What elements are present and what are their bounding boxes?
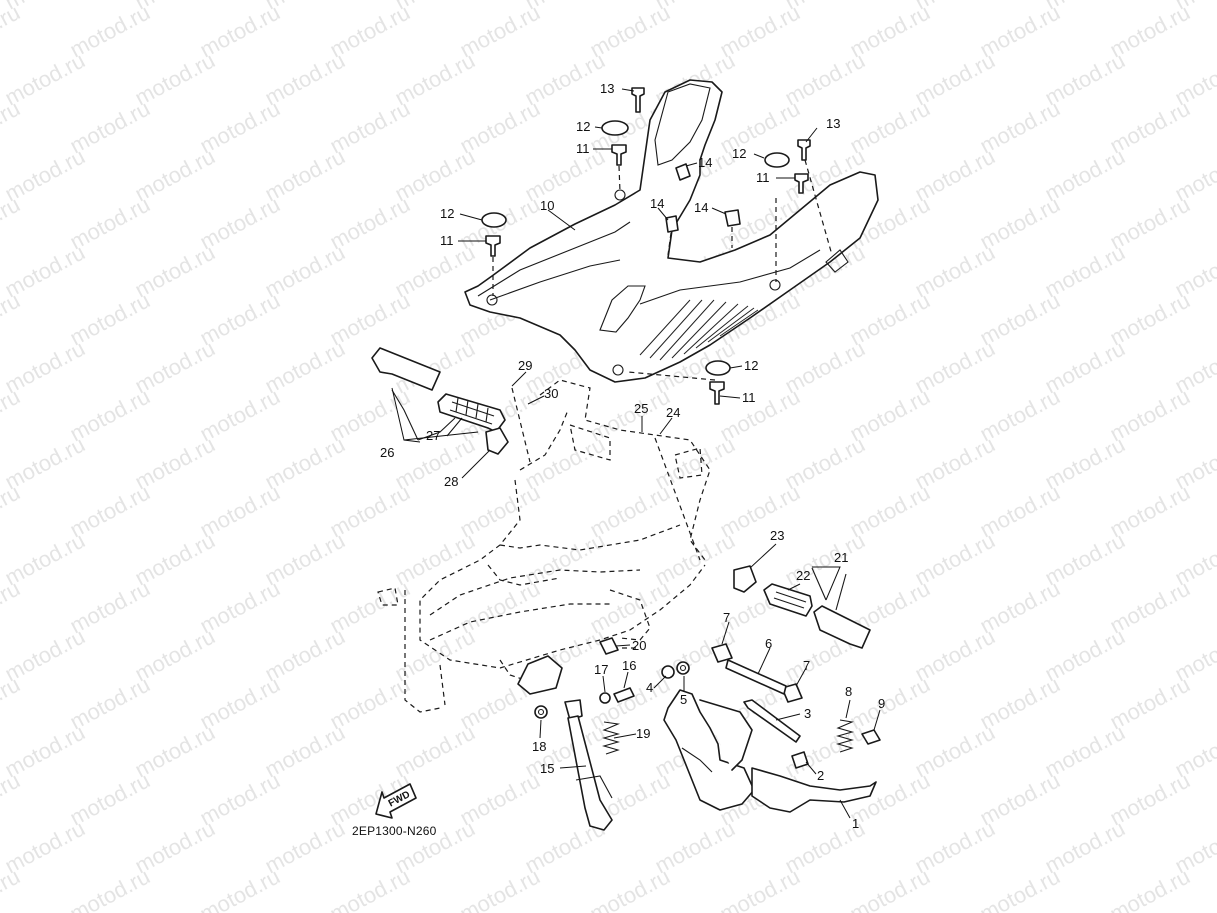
callout-28: 28 bbox=[444, 474, 458, 489]
callout-12-left: 12 bbox=[440, 206, 454, 221]
footrest-right bbox=[733, 565, 871, 649]
main-stand bbox=[661, 643, 881, 813]
callout-8: 8 bbox=[845, 684, 852, 699]
callout-15: 15 bbox=[540, 761, 554, 776]
footrest-left bbox=[371, 347, 509, 455]
callout-11-top-left: 11 bbox=[576, 141, 590, 156]
callout-3: 3 bbox=[804, 706, 811, 721]
forward-arrow-icon: FWD bbox=[375, 783, 417, 819]
callout-5: 5 bbox=[680, 692, 687, 707]
callout-14-top: 14 bbox=[698, 155, 712, 170]
watermark-text: motod.ru bbox=[976, 864, 1064, 913]
callout-30: 30 bbox=[544, 386, 558, 401]
callout-layer: 13 12 11 14 12 11 13 12 10 14 14 11 12 1… bbox=[380, 81, 885, 831]
callout-1: 1 bbox=[852, 816, 859, 831]
watermark-text: motod.ru bbox=[196, 864, 284, 913]
watermark-text: motod.ru bbox=[326, 864, 414, 913]
callout-17: 17 bbox=[594, 662, 608, 677]
callout-4: 4 bbox=[646, 680, 653, 695]
callout-25: 25 bbox=[634, 401, 648, 416]
fastener-group-top bbox=[481, 87, 833, 405]
watermark-text: motod.ru bbox=[1106, 864, 1194, 913]
callout-6: 6 bbox=[765, 636, 772, 651]
callout-20: 20 bbox=[632, 638, 646, 653]
watermark-text: motod.ru bbox=[66, 864, 154, 913]
diagram-code-label: 2EP1300-N260 bbox=[352, 824, 437, 838]
callout-7-upper: 7 bbox=[723, 610, 730, 625]
callout-11-top-right: 11 bbox=[756, 170, 770, 185]
callout-11-left: 11 bbox=[440, 233, 454, 248]
watermark-text: motod.ru bbox=[716, 864, 804, 913]
footboard-hatch bbox=[639, 299, 759, 361]
callout-13-top-right: 13 bbox=[826, 116, 840, 131]
watermark-text: motod.ru bbox=[586, 864, 674, 913]
callout-19: 19 bbox=[636, 726, 650, 741]
callout-9: 9 bbox=[878, 696, 885, 711]
callout-2: 2 bbox=[817, 768, 824, 783]
callout-13-top-left: 13 bbox=[600, 81, 614, 96]
callout-10: 10 bbox=[540, 198, 554, 213]
callout-29: 29 bbox=[518, 358, 532, 373]
leader-lines bbox=[391, 88, 881, 819]
side-stand bbox=[517, 637, 635, 831]
callout-26: 26 bbox=[380, 445, 394, 460]
callout-12-top-right: 12 bbox=[732, 146, 746, 161]
callout-24: 24 bbox=[666, 405, 680, 420]
callout-16: 16 bbox=[622, 658, 636, 673]
callout-14-mid: 14 bbox=[650, 196, 664, 211]
callout-23: 23 bbox=[770, 528, 784, 543]
frame-assembly bbox=[377, 379, 711, 713]
callout-11-lower: 11 bbox=[742, 390, 756, 405]
callout-7-lower: 7 bbox=[803, 658, 810, 673]
callout-12-lower: 12 bbox=[744, 358, 758, 373]
watermark-text: motod.ru bbox=[846, 864, 934, 913]
callout-14-right: 14 bbox=[694, 200, 708, 215]
callout-22: 22 bbox=[796, 568, 810, 583]
callout-21: 21 bbox=[834, 550, 848, 565]
watermark-text: motod.ru bbox=[456, 864, 544, 913]
callout-18: 18 bbox=[532, 739, 546, 754]
callout-27: 27 bbox=[426, 428, 440, 443]
callout-12-top-left: 12 bbox=[576, 119, 590, 134]
